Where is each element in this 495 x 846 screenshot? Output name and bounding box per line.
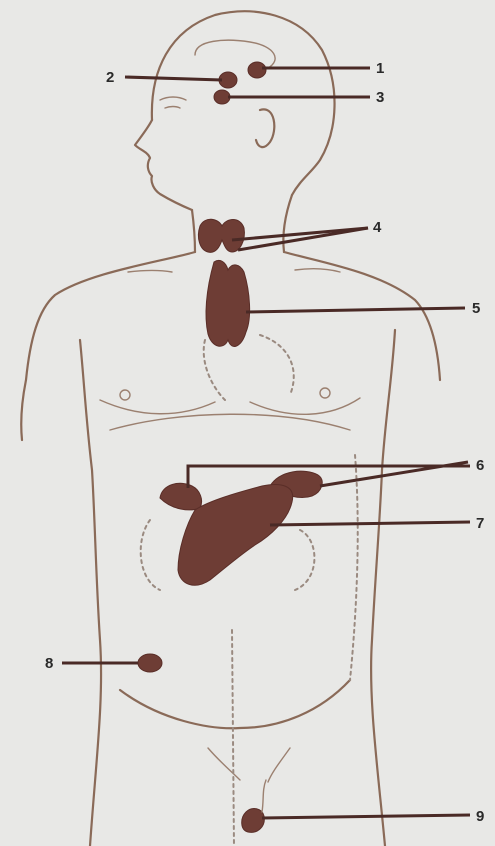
thyroid-gland — [198, 219, 244, 252]
label-7: 7 — [476, 515, 484, 532]
label-2: 2 — [106, 69, 114, 86]
label-5: 5 — [472, 300, 480, 317]
body-outline — [21, 11, 440, 846]
organs — [138, 40, 322, 832]
gland-9 — [242, 809, 265, 833]
label-8: 8 — [45, 655, 53, 672]
gland-3 — [214, 90, 230, 104]
label-9: 9 — [476, 808, 484, 825]
leader-5 — [246, 308, 465, 312]
label-6: 6 — [476, 457, 484, 474]
label-3: 3 — [376, 89, 384, 106]
adrenal-gland-left — [160, 483, 202, 510]
gland-8 — [138, 654, 162, 672]
number-labels: 1 2 3 4 5 6 7 8 9 — [45, 60, 484, 825]
leader-7 — [270, 522, 470, 525]
label-4: 4 — [373, 219, 382, 236]
pineal-gland — [248, 62, 266, 78]
label-1: 1 — [376, 60, 384, 77]
leader-lines — [62, 68, 470, 818]
leader-2 — [125, 77, 222, 80]
thymus-gland — [206, 260, 250, 346]
leader-9 — [262, 815, 470, 818]
